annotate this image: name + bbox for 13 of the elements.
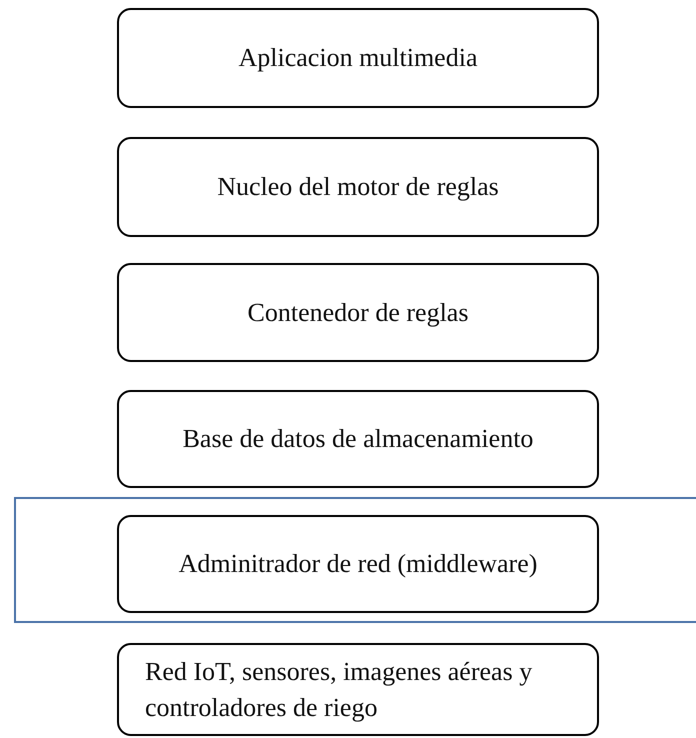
layer-box (117, 643, 599, 736)
layer-label: Contenedor de reglas (248, 296, 468, 329)
layer-box (117, 8, 599, 108)
layer-box (117, 390, 599, 488)
group-frame (14, 497, 696, 623)
layer-label: Nucleo del motor de reglas (217, 171, 499, 204)
layer-box (117, 137, 599, 237)
layer-label: Base de datos de almacenamiento (182, 423, 534, 456)
layer-label: Aplicacion multimedia (238, 42, 478, 74)
layer-label: Red IoT, sensores, imagenes aéreas y controladores de riego (145, 656, 534, 724)
layer-box (117, 515, 599, 613)
layer-label: Adminitrador de red (middleware) (178, 548, 538, 580)
layer-box (117, 263, 599, 362)
